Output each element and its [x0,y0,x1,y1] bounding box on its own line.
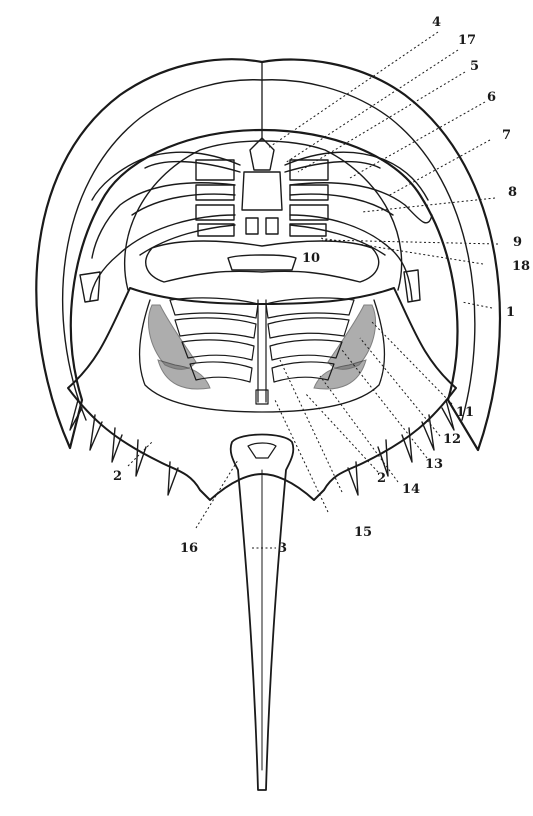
callout-17: 17 [458,33,476,48]
callout-2: 2 [113,469,122,484]
callout-18: 18 [512,259,530,274]
callout-3: 3 [278,541,287,556]
callout-10: 10 [302,251,320,266]
callout-4: 4 [432,15,441,30]
callout-14: 14 [402,482,420,497]
callout-12: 12 [443,432,461,447]
operculum [146,241,379,282]
callout-13: 13 [425,457,443,472]
callout-15: 15 [354,525,372,540]
callout-7: 7 [502,128,511,143]
gill-books [148,298,375,404]
abdomen [68,288,456,500]
callout-1: 1 [506,305,515,320]
callout-5: 5 [470,59,479,74]
callout-6: 6 [487,90,496,105]
callout-16: 16 [180,541,198,556]
callout-8: 8 [508,185,517,200]
telson [231,435,294,791]
callout-2: 2 [377,471,386,486]
callout-11: 11 [456,405,474,420]
callout-9: 9 [513,235,522,250]
